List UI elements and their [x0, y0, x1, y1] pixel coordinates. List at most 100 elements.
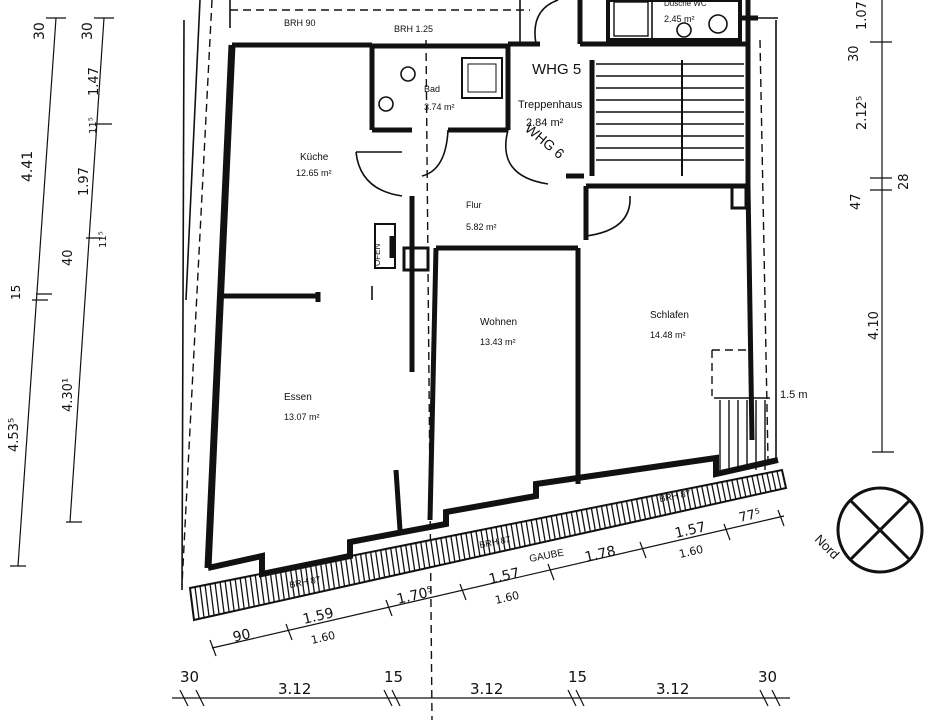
eave-hatch-line — [314, 562, 321, 593]
eave-hatch-line — [390, 547, 396, 576]
dim-right-0: 1.07 — [855, 1, 870, 30]
label-ofen: OFEN — [373, 244, 382, 266]
eave-hatch-line — [224, 580, 230, 613]
eave-hatch-line — [264, 572, 270, 604]
dim-left-1: 30 — [80, 22, 96, 40]
eave-hatch-line — [395, 546, 401, 575]
room-wohnen-name: Wohnen — [480, 317, 517, 328]
eave-hatch-line — [480, 529, 486, 556]
eave-hatch-line — [535, 518, 541, 543]
eave-hatch-line — [470, 531, 476, 558]
eave-hatch-line — [445, 536, 451, 564]
eave-hatch-line — [209, 583, 215, 616]
eave-hatch-line — [515, 522, 521, 548]
eave-hatch-line — [400, 545, 406, 574]
eave-hatch-line — [585, 508, 591, 532]
eave-hatch-line — [455, 534, 461, 561]
room-bad-name: Bad — [424, 84, 440, 94]
dim-left-8: 15 — [9, 285, 23, 300]
exterior-boundary — [181, 0, 778, 720]
eave-hatch-line — [475, 530, 481, 557]
dimensions-left: 30 30 4.41 1.47 11⁵ 1.97 40 11⁵ 15 4.53⁵… — [7, 17, 114, 567]
eave-hatch-line — [334, 558, 341, 588]
eave-hatch-line — [194, 586, 200, 619]
eave-hatch-line — [696, 486, 702, 508]
eave-hatch-line — [485, 528, 491, 555]
eave-hatch-line — [274, 570, 280, 602]
dimensions-bottom: 30 3.12 15 3.12 15 3.12 30 — [172, 668, 790, 707]
eave-hatch-line — [204, 584, 210, 617]
room-kueche-name: Küche — [300, 152, 329, 163]
eave-hatch-line — [751, 475, 757, 495]
eave-hatch-line — [540, 517, 546, 542]
dim-front-3: 1.70⁵ — [395, 584, 434, 608]
dim-right-5: 4.10 — [867, 311, 882, 340]
room-essen-name: Essen — [284, 392, 312, 403]
eave-hatch-line — [435, 538, 441, 566]
eave-hatch-line — [575, 510, 581, 534]
eave-hatch-line — [289, 567, 295, 598]
eave-hatch-line — [465, 532, 471, 559]
eave-hatch-line — [284, 568, 290, 599]
eave-hatch-line — [460, 533, 466, 560]
room-essen-area: 13.07 m² — [284, 412, 320, 422]
eave-hatch-line — [525, 520, 531, 546]
eave-hatch-line — [319, 561, 326, 592]
stairs — [596, 60, 770, 470]
eave-hatch-line — [415, 542, 421, 570]
dim-bottom-1: 3.12 — [278, 680, 311, 698]
eave-hatch-line — [615, 502, 622, 526]
eave-hatch-line — [279, 569, 285, 600]
fixtures — [371, 1, 728, 300]
eave-hatch-line — [560, 513, 566, 538]
room-flur-name: Flur — [466, 200, 482, 210]
dim-right-2: 2.12⁵ — [855, 96, 870, 130]
dim-front-5: 1.60 — [494, 589, 521, 607]
dim-bottom-0: 30 — [180, 668, 199, 686]
eave-hatch-line — [600, 505, 607, 529]
dim-bottom-3: 3.12 — [470, 680, 503, 698]
eave-hatch-line — [510, 523, 516, 549]
eave-hatch-line — [550, 515, 556, 540]
eave-hatch-line — [189, 587, 195, 621]
dim-front-8: 1.60 — [678, 543, 705, 561]
eave-hatch-line — [726, 480, 732, 501]
eave-hatch-line — [229, 579, 235, 612]
dim-left-2: 4.41 — [20, 151, 36, 182]
eave-hatch-line — [736, 478, 742, 499]
room-treppenhaus-name: Treppenhaus — [518, 99, 583, 111]
eave-hatch-line — [405, 544, 411, 572]
dim-front-4: 1.57 — [487, 565, 521, 588]
dim-left-6: 40 — [61, 249, 76, 266]
dimensions-front: 90 1.59 1.60 1.70⁵ 1.57 1.60 1.78 1.57 1… — [209, 506, 785, 657]
dim-bottom-6: 30 — [758, 668, 777, 686]
label-height-line: 1.5 m — [780, 389, 808, 401]
dim-front-7: 1.57 — [673, 519, 707, 542]
eave-hatch-line — [640, 497, 647, 520]
eave-hatch-line — [354, 554, 361, 584]
eave-hatch-line — [269, 571, 275, 603]
dimensions-right: 1.07 30 2.12⁵ 47 28 4.10 — [847, 0, 912, 453]
eave-hatch-line — [490, 527, 496, 553]
eave-hatch-line — [620, 501, 627, 524]
eave-hatch-line — [545, 516, 551, 541]
eave-hatch-line — [244, 576, 250, 608]
dim-right-4: 28 — [897, 173, 912, 190]
eave-hatch-line — [686, 488, 692, 510]
room-schlafen-name: Schlafen — [650, 310, 689, 321]
doors — [355, 0, 631, 237]
eave-hatch-line — [324, 560, 331, 590]
eave-hatch-line — [665, 492, 672, 514]
eave-hatch-line — [219, 581, 225, 614]
eave-hatch-line — [385, 548, 391, 577]
dim-left-9: 4.53⁵ — [7, 418, 22, 452]
room-wohnen-area: 13.43 m² — [480, 337, 516, 347]
north-symbol: Nord — [812, 486, 924, 574]
eave-hatch-line — [304, 564, 311, 595]
eave-hatch-line — [570, 511, 576, 536]
eave-hatch-line — [309, 563, 316, 594]
eave-hatch-line — [635, 498, 642, 521]
eave-hatch-line — [610, 503, 617, 527]
room-dusche-area: 2.45 m² — [664, 14, 695, 24]
eave-hatch-line — [259, 573, 265, 605]
